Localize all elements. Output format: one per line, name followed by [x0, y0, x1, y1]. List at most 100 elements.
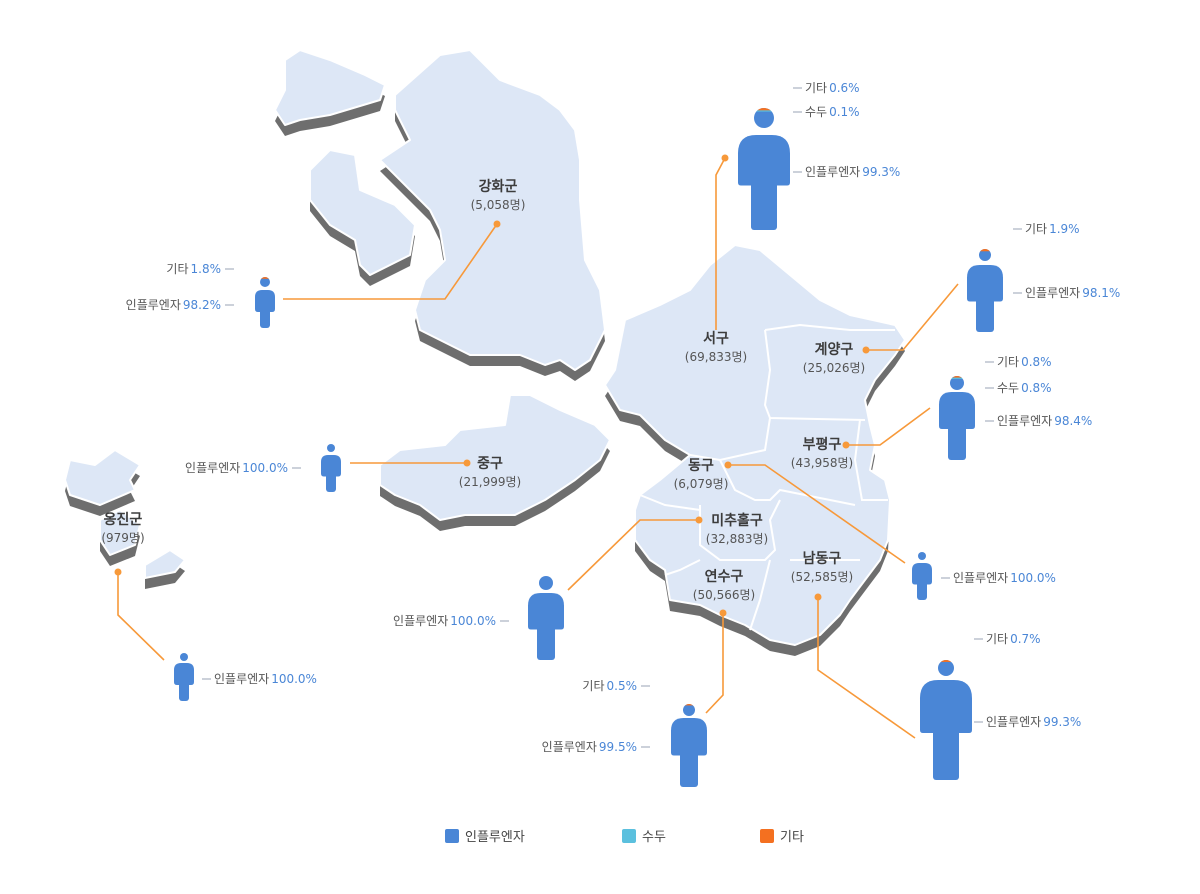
person-icon [939, 376, 975, 460]
district-border [749, 559, 771, 631]
district-name: 중구 [477, 456, 503, 472]
district-name: 남동구 [802, 551, 842, 567]
stat-value: 99.3% [1043, 715, 1082, 729]
stat-name: 기타 [166, 262, 189, 276]
legend-swatch [445, 828, 459, 843]
district-border [719, 459, 856, 506]
leader-dot [862, 346, 870, 354]
stat-name: 인플루엔자 [986, 715, 1042, 729]
leader-line [715, 157, 726, 330]
person-icon [738, 108, 790, 230]
leader-dot [114, 568, 122, 576]
district-name: 부평구 [802, 437, 842, 453]
stat-value: 0.7% [1010, 632, 1041, 646]
district-border [664, 559, 701, 576]
district-border [689, 417, 771, 462]
stat-value: 98.4% [1054, 414, 1093, 428]
leader-line [283, 223, 498, 300]
district-count: (6,079명) [673, 477, 729, 491]
ganghwa-main-land [379, 49, 606, 371]
stat-value: 100.0% [450, 614, 496, 628]
district-count: (69,833명) [684, 350, 748, 364]
stat-value: 99.5% [598, 740, 637, 754]
stat-name: 기타 [582, 679, 605, 693]
stat-name: 기타 [997, 355, 1020, 369]
district-name: 서구 [703, 331, 729, 347]
district-label: 동구(6,079명) [674, 457, 729, 493]
stat-name: 기타 [986, 632, 1009, 646]
stat-name: 인플루엔자 [541, 740, 597, 754]
leader-line [846, 407, 931, 446]
stat-name: 인플루엔자 [997, 414, 1053, 428]
district-count: (52,585명) [790, 570, 854, 584]
legend-label: 수두 [642, 830, 666, 845]
mainland-land [604, 244, 906, 646]
person-icon [321, 444, 341, 492]
stat-value: 1.9% [1049, 222, 1080, 236]
legend-chickenpox: 수두 [622, 826, 666, 845]
district-border [853, 419, 888, 501]
district-border [699, 499, 781, 561]
person-icon [912, 552, 932, 600]
district-count: (50,566명) [692, 588, 756, 602]
ganghwa-islet-north-land [274, 49, 386, 126]
person-icon [528, 576, 564, 660]
district-count: (43,958명) [790, 456, 854, 470]
district-label: 연수구 (50,566명) [693, 568, 755, 604]
district-label: 계양구(25,026명) [803, 341, 865, 377]
leader-line [728, 464, 906, 564]
ongjin-3-land [144, 549, 186, 579]
district-count: (5,058명) [470, 198, 526, 212]
district-border [763, 329, 866, 421]
legend-influenza: 인플루엔자 [445, 826, 525, 845]
legend-swatch [760, 828, 774, 843]
legend-label: 인플루엔자 [465, 830, 525, 845]
leader-line [866, 283, 959, 351]
district-border [639, 494, 701, 511]
district-name: 미추홀구 [711, 513, 763, 529]
junggu-land [379, 394, 611, 521]
person-icon [671, 704, 707, 787]
district-count: (21,999명) [458, 475, 522, 489]
legend-other: 기타 [760, 826, 804, 845]
district-label: 강화군(5,058명) [471, 178, 526, 214]
stat-value: 100.0% [1010, 571, 1056, 585]
stat-name: 인플루엔자 [953, 571, 1009, 585]
district-count: (32,883명) [705, 532, 769, 546]
ongjin-2-land [99, 509, 141, 556]
leader-line [705, 613, 724, 714]
district-label: 남동구 (52,585명) [791, 550, 853, 586]
stat-value: 0.5% [606, 679, 638, 693]
district-count: (25,026명) [802, 361, 866, 375]
district-label: 부평구 (43,958명) [791, 436, 853, 472]
ganghwa-islet-west-land [309, 149, 416, 276]
stat-value: 100.0% [271, 672, 317, 686]
stat-name: 기타 [1025, 222, 1048, 236]
stat-value: 1.8% [190, 262, 222, 276]
district-name: 연수구 [704, 569, 744, 585]
stat-value: 0.8% [1021, 355, 1052, 369]
district-label: 미추홀구 (32,883명) [706, 512, 768, 548]
stat-value: 0.6% [829, 81, 860, 95]
leader-dot [695, 516, 703, 524]
stat-name: 수두 [805, 105, 828, 119]
leader-dot [842, 441, 850, 449]
person-icon [920, 660, 972, 780]
stat-value: 0.8% [1021, 381, 1052, 395]
stat-value: 98.2% [182, 298, 221, 312]
leader-dot [721, 154, 729, 162]
leader-line [117, 572, 165, 661]
